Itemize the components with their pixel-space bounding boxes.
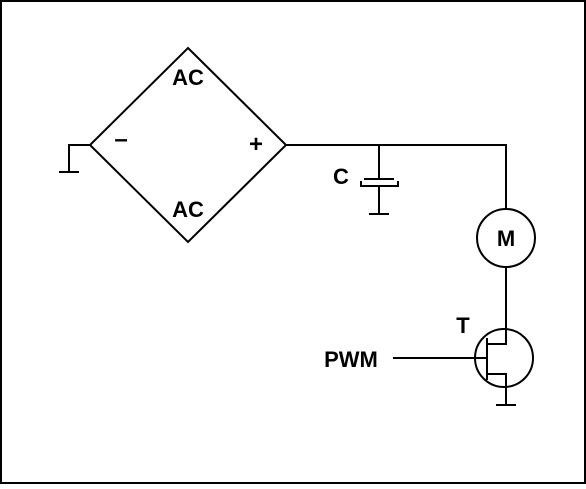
bridge-ac-top-label: AC bbox=[172, 65, 204, 90]
bridge-ac-bottom-label: AC bbox=[172, 197, 204, 222]
ground-symbol-left bbox=[59, 144, 90, 173]
bridge-minus-label: – bbox=[114, 126, 127, 153]
capacitor-label: C bbox=[333, 164, 349, 189]
transistor bbox=[474, 328, 534, 406]
bridge-plus-label: + bbox=[249, 131, 263, 158]
transistor-label: T bbox=[456, 313, 470, 338]
capacitor bbox=[360, 145, 399, 215]
motor-label: M bbox=[497, 226, 515, 251]
pwm-label: PWM bbox=[324, 347, 378, 372]
bridge-rectifier bbox=[88, 46, 288, 244]
positive-rail-wire bbox=[286, 144, 507, 210]
